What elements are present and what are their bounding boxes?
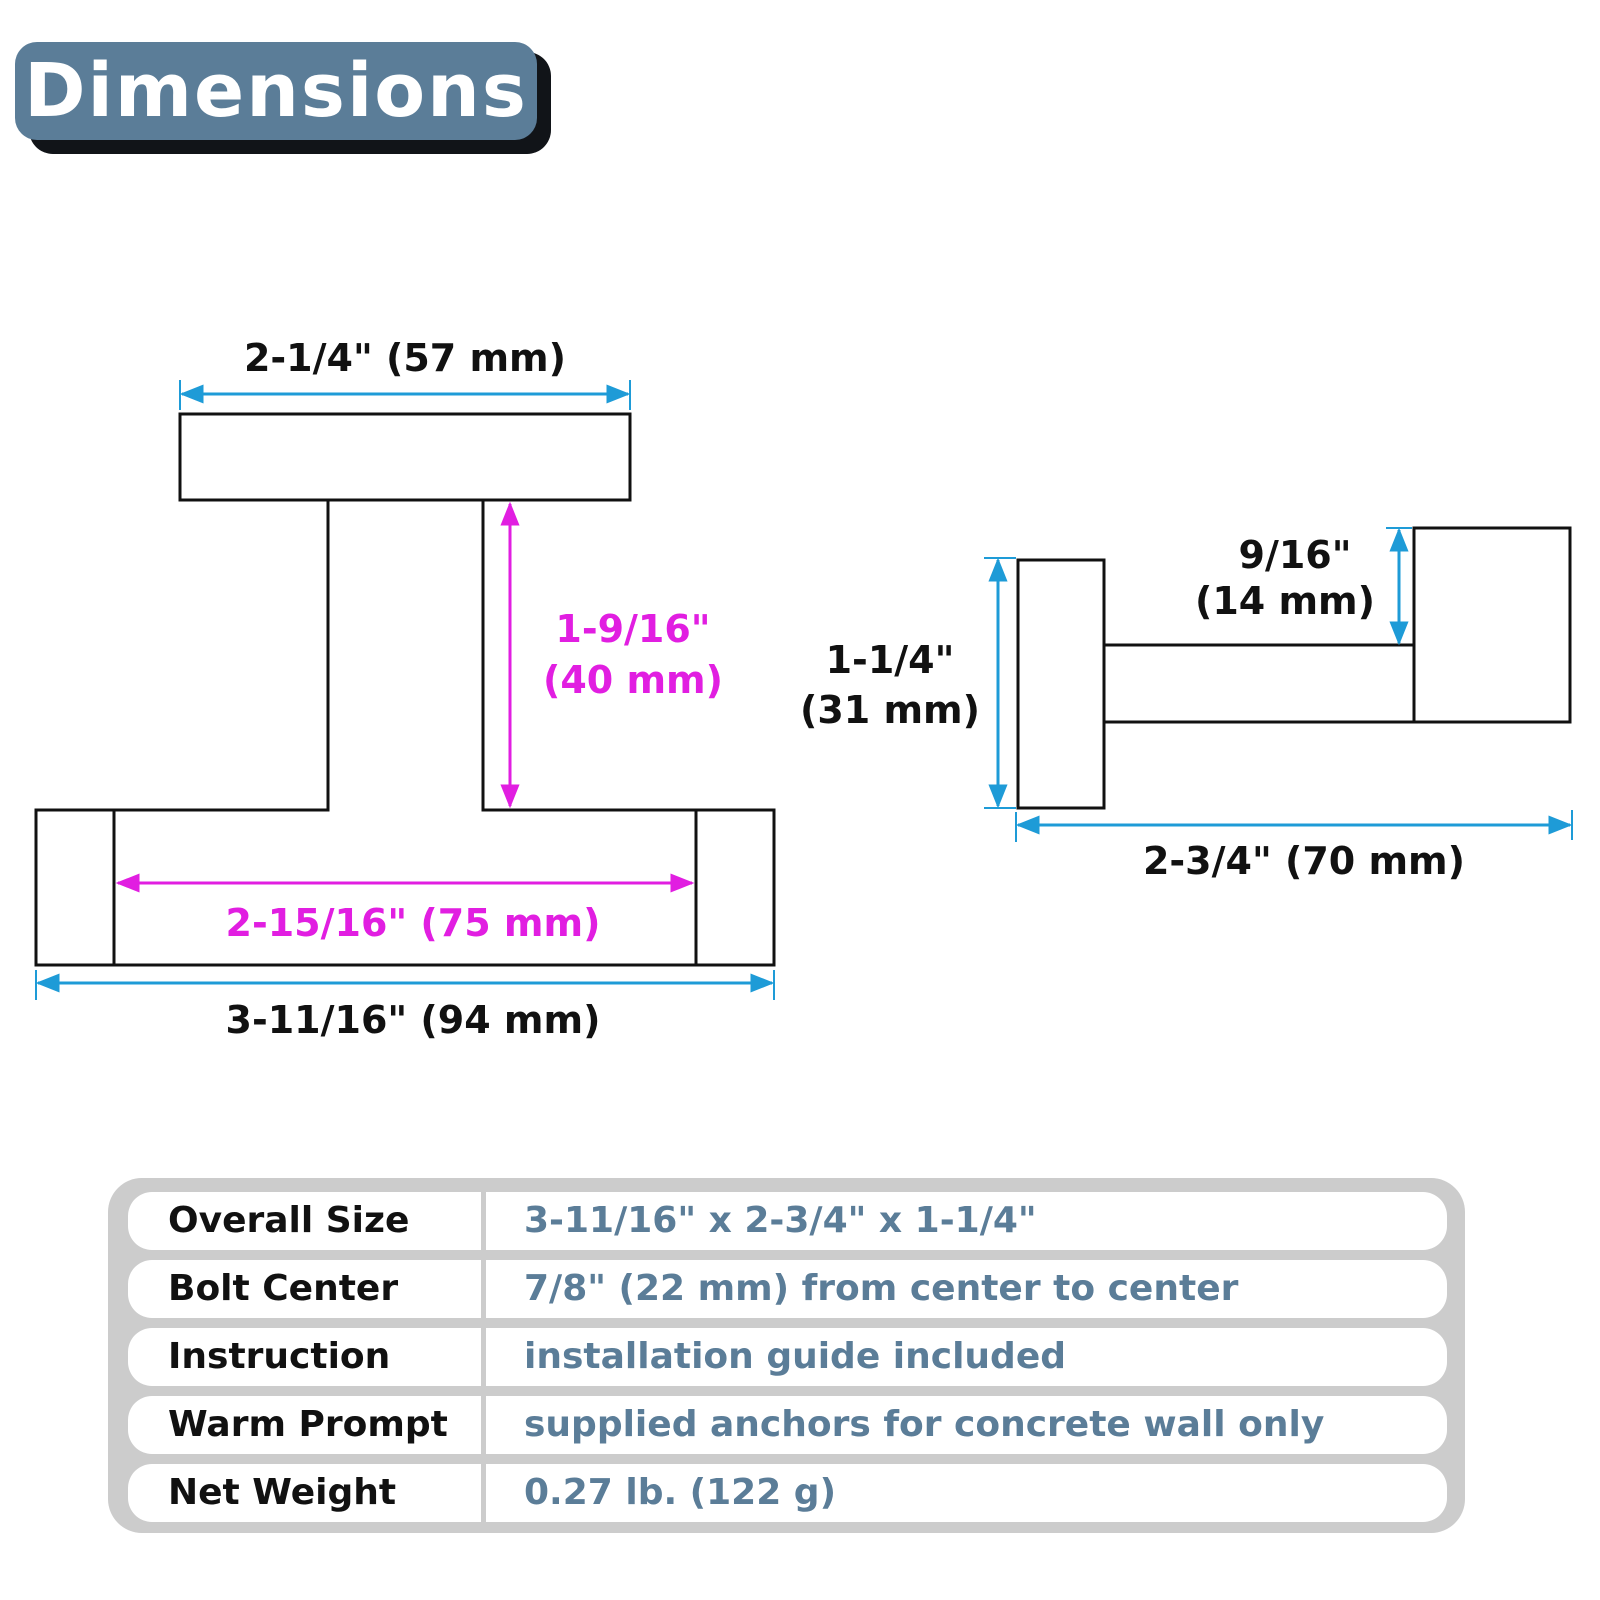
side-arm: [1102, 643, 1416, 724]
dim-side-depth-label: 2-3/4" (70 mm): [1143, 839, 1465, 883]
spec-divider: [481, 1396, 486, 1454]
dim-end-offset-label-line2: (14 mm): [1195, 579, 1375, 623]
dim-top-width-label: 2-1/4" (57 mm): [244, 336, 566, 380]
spec-label: Warm Prompt: [168, 1404, 448, 1445]
dim-post-height-label-line2: (40 mm): [543, 658, 723, 702]
spec-divider: [481, 1260, 486, 1318]
spec-row-instruction: Instruction installation guide included: [128, 1328, 1447, 1386]
dim-side-height-label-line2: (31 mm): [800, 688, 980, 732]
spec-row-bolt-center: Bolt Center 7/8" (22 mm) from center to …: [128, 1260, 1447, 1318]
dim-post-height-label-line1: 1-9/16": [555, 607, 710, 651]
side-view-outline: [1016, 526, 1572, 810]
spec-row-overall-size: Overall Size 3-11/16" x 2-3/4" x 1-1/4": [128, 1192, 1447, 1250]
dim-side-height-label-line1: 1-1/4": [826, 638, 955, 682]
page-title: Dimensions: [24, 48, 528, 134]
spec-value: 0.27 lb. (122 g): [524, 1472, 837, 1513]
dim-top-width: [179, 380, 631, 410]
dim-inner-width-label: 2-15/16" (75 mm): [226, 901, 601, 945]
dim-end-offset: [1386, 527, 1412, 646]
spec-label: Net Weight: [168, 1472, 397, 1513]
side-end-block: [1412, 526, 1572, 724]
spec-row-net-weight: Net Weight 0.27 lb. (122 g): [128, 1464, 1447, 1522]
dim-side-depth: [1015, 810, 1573, 842]
front-top-plate: [178, 412, 632, 502]
spec-divider: [481, 1464, 486, 1522]
dim-side-height: [984, 557, 1016, 809]
spec-value: supplied anchors for concrete wall only: [524, 1404, 1325, 1445]
front-post-and-bar: [34, 500, 776, 967]
spec-value: 3-11/16" x 2-3/4" x 1-1/4": [524, 1200, 1037, 1241]
front-view-outline: [34, 412, 776, 967]
spec-label: Instruction: [168, 1336, 391, 1377]
dim-overall-width-label: 3-11/16" (94 mm): [226, 998, 601, 1042]
spec-divider: [481, 1192, 486, 1250]
title-badge: Dimensions: [15, 42, 551, 154]
spec-table: Overall Size 3-11/16" x 2-3/4" x 1-1/4" …: [108, 1178, 1465, 1533]
dimension-drawing: 2-1/4" (57 mm) 1-9/16" (40 mm) 2-15/16" …: [34, 336, 1573, 1042]
dim-overall-width: [35, 970, 775, 1000]
spec-label: Bolt Center: [168, 1268, 399, 1309]
spec-value: installation guide included: [524, 1336, 1067, 1377]
spec-label: Overall Size: [168, 1200, 410, 1241]
title-badge-box: Dimensions: [15, 42, 537, 140]
spec-divider: [481, 1328, 486, 1386]
spec-value: 7/8" (22 mm) from center to center: [524, 1268, 1239, 1309]
dim-end-offset-label-line1: 9/16": [1239, 533, 1352, 577]
spec-row-warm-prompt: Warm Prompt supplied anchors for concret…: [128, 1396, 1447, 1454]
side-base-plate: [1016, 558, 1106, 810]
